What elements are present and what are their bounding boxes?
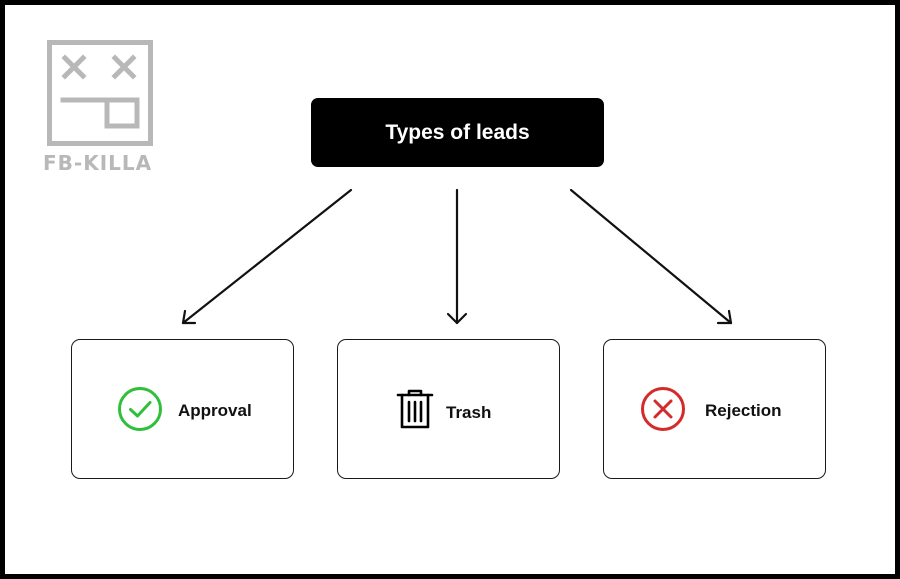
approval-card: Approval	[71, 339, 294, 479]
trash-label: Trash	[446, 403, 492, 422]
check-circle-icon	[118, 387, 162, 431]
trash-card: Trash	[337, 339, 560, 479]
rejection-label: Rejection	[705, 401, 782, 420]
logo-text: FB-KILLA	[43, 151, 153, 175]
arrow-to-trash	[446, 188, 468, 325]
logo: FB-KILLA	[43, 40, 158, 180]
arrow-to-approval	[181, 188, 353, 325]
rejection-card: Rejection	[603, 339, 826, 479]
trash-icon	[396, 389, 434, 429]
x-circle-icon	[641, 387, 685, 431]
arrow-to-rejection	[569, 188, 733, 325]
diagram-title: Types of leads	[311, 98, 604, 167]
approval-label: Approval	[178, 401, 252, 420]
connector-arrows	[181, 188, 733, 325]
dead-face-icon	[47, 40, 153, 146]
